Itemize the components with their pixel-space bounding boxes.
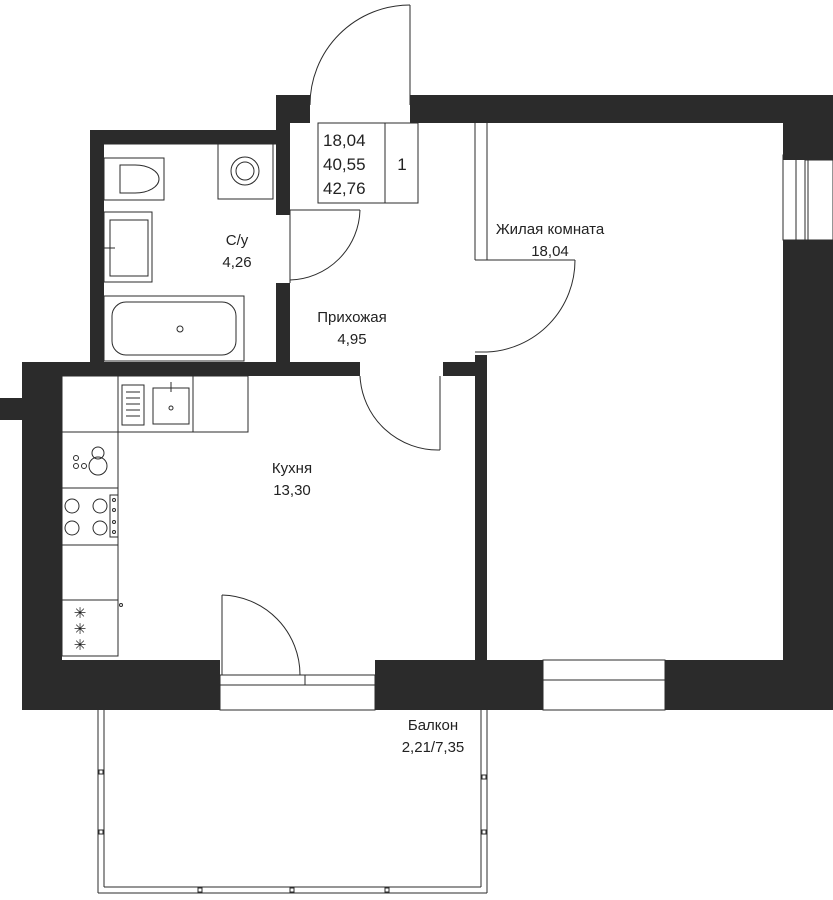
washing-machine-icon [217,143,274,200]
kitchen-counter-left [61,431,119,657]
wall-bath-right-lower [276,283,290,375]
wall-partition [475,355,487,665]
wall-top-living [410,95,805,123]
summary-total-area: 40,55 [323,155,366,174]
svg-text:✳: ✳ [74,621,87,638]
bathroom-fixtures [103,143,274,362]
living-door-arc [486,259,576,353]
balcony-name: Балкон [408,717,458,734]
kitchen-door-arc [359,375,441,451]
svg-text:✳: ✳ [74,605,87,622]
kitchen-name: Кухня [272,460,312,477]
wall-entry-stub [276,95,290,215]
wall-right-corner [805,95,833,160]
summary-total-with-balcony: 42,76 [323,179,366,198]
kitchen-area: 13,30 [273,482,311,499]
summary-box: 18,04 40,55 42,76 1 [317,122,419,204]
kitchen-fixtures: ✳ ✳ ✳ [61,375,249,657]
wall-bottom-mid [375,660,543,710]
toilet-icon [103,157,165,201]
wall-bath-left [90,130,104,375]
balcony-area: 2,21/7,35 [402,739,465,756]
balcony [97,710,488,894]
dishwasher-icon [73,446,108,476]
bathroom-area: 4,26 [222,254,251,271]
living-room-area: 18,04 [531,243,569,260]
hallway-area: 4,95 [337,331,366,348]
wall-bath-top [90,130,290,144]
bathtub-icon [103,295,245,362]
hallway-name: Прихожая [317,309,387,326]
balcony-door-arc [221,594,301,676]
wall-right-upper [783,95,805,160]
fridge-icon: ✳ ✳ ✳ [74,603,123,654]
wall-kitchen-top [36,362,360,376]
partitions [104,123,488,353]
wall-bottom-right [665,660,833,710]
bath-sink-icon [103,211,153,283]
window-kitchen-bottom [219,674,376,711]
walls [0,95,833,710]
wall-bottom-left [22,660,220,710]
wall-kitchen-left [22,362,62,662]
living-room-name: Жилая комната [496,221,605,238]
kitchen-counter-top [61,375,249,433]
doors [221,4,576,676]
summary-rooms: 1 [397,155,406,174]
entrance-door-arc [309,4,411,106]
wall-right-lower [783,240,833,710]
wall-kitchen-top-right [443,362,475,376]
summary-living-area: 18,04 [323,131,366,150]
room-labels: Жилая комната 18,04 С/у 4,26 Прихожая 4,… [222,221,604,756]
svg-text:✳: ✳ [74,637,87,654]
stove-icon [64,494,119,538]
bath-door-arc [289,209,361,281]
window-living-bottom [542,659,666,711]
kitchen-sink-icon [121,382,190,426]
windows [219,154,833,711]
bathroom-name: С/у [226,232,249,249]
